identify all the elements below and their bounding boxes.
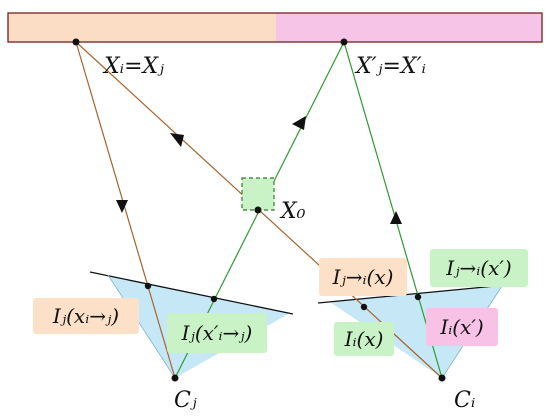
point-x0 bbox=[254, 206, 262, 214]
box-ji-xp: Iⱼ→ᵢ(x′) bbox=[430, 249, 528, 287]
point-j-proj-xp bbox=[210, 295, 218, 303]
point-ci bbox=[438, 374, 446, 382]
box-ij-x: Iⱼ(xᵢ→ⱼ) bbox=[33, 298, 139, 334]
label-xjp-xip: X′ⱼ=X′ᵢ bbox=[356, 54, 426, 79]
point-j-proj-x bbox=[144, 282, 152, 290]
point-xjp bbox=[340, 38, 348, 46]
arrow-green-up bbox=[390, 211, 402, 224]
arrow-orange-down bbox=[116, 200, 128, 213]
band-orange bbox=[8, 13, 276, 42]
ray-xi-to-cj bbox=[75, 41, 176, 379]
point-i-proj-xp bbox=[414, 293, 422, 301]
band-outline bbox=[7, 12, 543, 43]
box-ij-xp: Iⱼ(x′ᵢ→ⱼ) bbox=[167, 313, 267, 353]
arrow-orange-up bbox=[170, 133, 184, 147]
point-cj bbox=[171, 374, 179, 382]
frustum-edge-j-left bbox=[107, 274, 176, 379]
band-pink bbox=[276, 13, 542, 42]
label-cj: Cⱼ bbox=[174, 388, 197, 413]
label-ci: Cᵢ bbox=[454, 388, 476, 413]
arrow-green-up-left bbox=[292, 116, 306, 130]
ray-xjp-to-ci bbox=[343, 41, 443, 379]
box-i-x: Iᵢ(x) bbox=[334, 322, 394, 356]
box-i-xp: Iᵢ(x′) bbox=[426, 308, 498, 346]
point-xi bbox=[72, 38, 80, 46]
image-plane-j bbox=[89, 271, 294, 315]
x0-box bbox=[241, 177, 275, 211]
box-ji-x: Iⱼ→ᵢ(x) bbox=[319, 258, 407, 296]
point-i-proj-x bbox=[360, 303, 368, 311]
label-xi-xj: Xᵢ=Xⱼ bbox=[104, 54, 164, 79]
label-x0: X₀ bbox=[281, 199, 306, 224]
image-plane-i bbox=[317, 284, 507, 304]
